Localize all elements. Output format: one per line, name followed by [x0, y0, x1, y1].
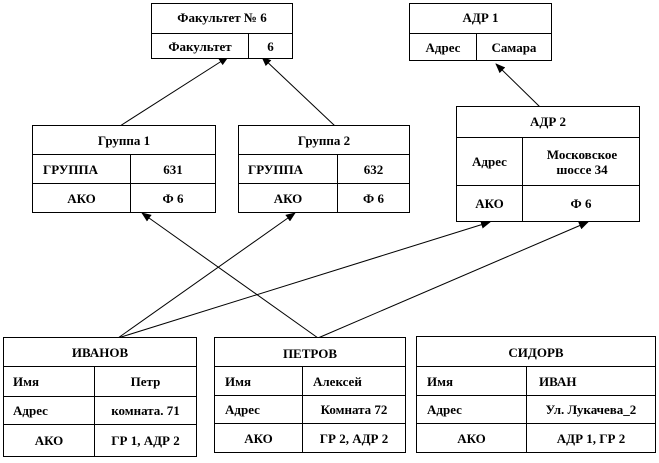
petrov-address-key: Адрес: [225, 402, 260, 417]
edge-group1-to-faculty: [119, 56, 229, 127]
ivanov-ako-key: АКО: [34, 433, 64, 448]
ivanov-ako-value: ГР 1, АДР 2: [111, 433, 180, 448]
sidorv-address-key: Адрес: [427, 402, 462, 417]
adr2-ako-key: АКО: [475, 196, 504, 211]
edge-petrov-to-adr2: [317, 221, 589, 339]
petrov-ako-key: АКО: [244, 430, 273, 446]
petrov-box: ПЕТРОВ Имя Алексей Адрес Комната 72 АКО …: [214, 337, 406, 453]
group1-group-value: 631: [163, 161, 183, 177]
adr1-title: АДР 1: [462, 10, 499, 25]
adr2-ako-value: Ф 6: [570, 196, 592, 211]
group2-ako-key: АКО: [273, 190, 303, 206]
sidorv-ako-key: АКО: [457, 430, 486, 446]
group2-group-key: ГРУППА: [248, 161, 304, 177]
edge-adr2-to-adr1: [495, 63, 541, 108]
sidorv-name-value: ИВАН: [539, 373, 577, 389]
petrov-ako-value: ГР 2, АДР 2: [319, 430, 389, 446]
ivanov-box: ИВАНОВ Имя Петр Адрес комната. 71 АКО ГР…: [3, 337, 197, 457]
faculty-row-key: Факультет: [168, 39, 232, 54]
sidorv-box: СИДОРВ Имя ИВАН Адрес Ул. Лукачева_2 АКО…: [416, 336, 656, 453]
adr2-box: АДР 2 Адрес Московское шоссе 34 АКО Ф 6: [456, 106, 640, 222]
sidorv-name-key: Имя: [427, 373, 453, 389]
ivanov-title: ИВАНОВ: [71, 345, 129, 360]
sidorv-title: СИДОРВ: [508, 345, 564, 360]
group1-title: Группа 1: [97, 133, 151, 148]
group1-box: Группа 1 ГРУППА 631 АКО Ф 6: [32, 125, 216, 213]
adr2-address-value: Московское шоссе 34: [546, 146, 618, 177]
adr1-row-value: Самара: [491, 40, 537, 55]
group1-ako-key: АКО: [67, 190, 96, 206]
faculty-box: Факультет № 6 Факультет 6: [151, 3, 293, 59]
ivanov-address-key: Адрес: [13, 403, 48, 418]
faculty-title: Факультет № 6: [177, 10, 267, 25]
petrov-address-value: Комната 72: [320, 402, 388, 417]
faculty-row-value: 6: [267, 39, 274, 54]
edge-ivanov-to-adr2: [117, 220, 491, 339]
group1-group-key: ГРУППА: [43, 161, 99, 177]
group2-ako-value: Ф 6: [363, 190, 384, 206]
adr2-address-key: Адрес: [472, 154, 507, 169]
ivanov-name-value: Петр: [130, 374, 161, 389]
group1-ako-value: Ф 6: [162, 190, 184, 206]
edge-ivanov-to-group2: [117, 212, 296, 339]
petrov-name-key: Имя: [225, 373, 251, 389]
group2-title: Группа 2: [297, 133, 351, 148]
group2-group-value: 632: [363, 161, 384, 177]
ivanov-address-value: комната. 71: [111, 403, 180, 418]
group2-box: Группа 2 ГРУППА 632 АКО Ф 6: [238, 125, 410, 213]
edge-group2-to-faculty: [261, 56, 336, 127]
petrov-name-value: Алексей: [313, 373, 362, 389]
sidorv-ako-value: АДР 1, ГР 2: [556, 430, 626, 446]
adr1-box: АДР 1 Адрес Самара: [409, 3, 552, 61]
adr1-row-key: Адрес: [425, 40, 461, 55]
sidorv-address-value: Ул. Лукачева_2: [545, 402, 637, 417]
petrov-title: ПЕТРОВ: [282, 346, 338, 361]
adr2-title: АДР 2: [529, 114, 567, 129]
edge-petrov-to-group1: [141, 212, 319, 339]
ivanov-name-key: Имя: [13, 374, 39, 389]
